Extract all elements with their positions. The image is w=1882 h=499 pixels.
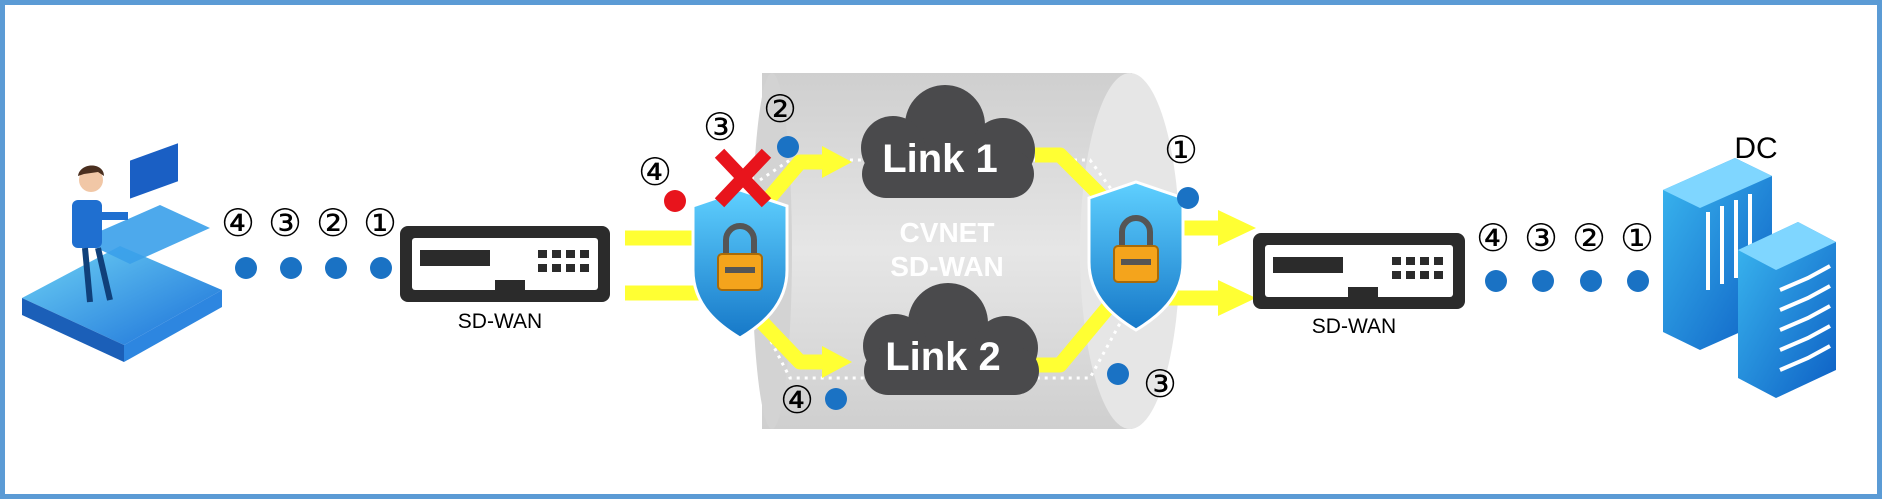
right-packet-dots	[1485, 270, 1649, 292]
tunnel-label-line2: SD-WAN	[890, 251, 1004, 282]
left-packet-1: ①	[363, 201, 397, 245]
right-sd-wan-label: SD-WAN	[1312, 315, 1396, 338]
left-packet-4: ④	[221, 201, 255, 245]
padlock-shield-icon	[691, 188, 789, 340]
cloud-icon	[861, 85, 1035, 198]
cloud-icon	[863, 283, 1039, 395]
link2-arrived-number: ③	[1143, 362, 1177, 406]
link1-sent-number: ②	[763, 87, 797, 131]
server-rack-icon	[1663, 158, 1836, 398]
right-packet-4: ④	[1476, 216, 1510, 260]
right-packet-numbers: ④ ③ ② ①	[1476, 216, 1654, 260]
padlock-shield-icon	[1087, 180, 1185, 332]
tunnel-label-line1: CVNET	[900, 217, 995, 248]
link2-arrived-dot	[1107, 363, 1129, 385]
link2-sent-number: ④	[780, 378, 814, 422]
link1-arrived-dot	[1177, 187, 1199, 209]
left-packet-3: ③	[268, 201, 302, 245]
link1-arrived-number: ①	[1164, 128, 1198, 172]
left-packet-numbers: ④ ③ ② ①	[221, 201, 397, 245]
right-packet-2: ②	[1572, 216, 1606, 260]
link1-packet-dot	[777, 136, 799, 158]
x-mark-icon	[714, 148, 772, 208]
cloud-link1-label: Link 1	[882, 137, 998, 181]
sd-wan-appliance-icon	[400, 226, 610, 302]
cloud-link2-label: Link 2	[885, 335, 1001, 379]
left-packet-2: ②	[316, 201, 350, 245]
right-packet-3: ③	[1524, 216, 1558, 260]
left-packet-dots	[235, 257, 392, 279]
link2-packet-dot	[825, 388, 847, 410]
datacenter-label: DC	[1734, 132, 1777, 165]
right-packet-1: ①	[1620, 216, 1654, 260]
user-at-desk-icon	[22, 143, 222, 362]
arrow-heads	[822, 146, 1256, 378]
link1-lost-number: ③	[703, 105, 737, 149]
sd-wan-appliance-icon	[1253, 233, 1465, 309]
link1-dropped-number: ④	[638, 150, 672, 194]
left-sd-wan-label: SD-WAN	[458, 310, 542, 333]
dropped-packet-dot	[664, 190, 686, 212]
